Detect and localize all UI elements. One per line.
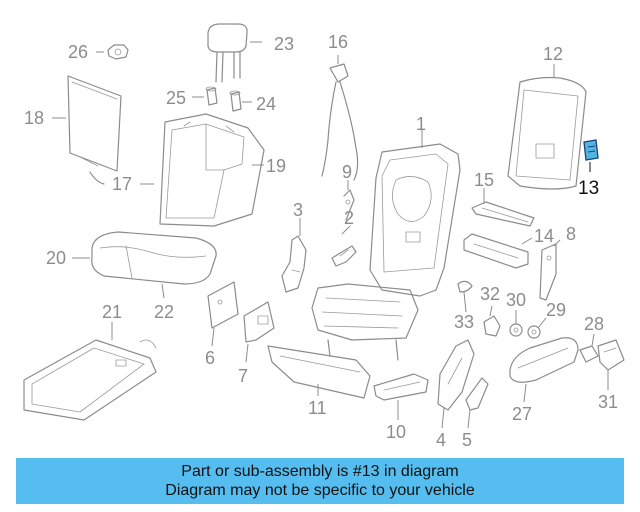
callout-30: 30: [506, 290, 526, 310]
callout-26: 26: [68, 42, 88, 62]
callout-12: 12: [543, 44, 563, 64]
part-21-carpet: [23, 339, 157, 421]
callout-27: 27: [512, 404, 532, 424]
info-banner: Part or sub-assembly is #13 in diagram D…: [16, 458, 624, 504]
part-2-latch: [331, 245, 357, 267]
callout-8: 8: [566, 224, 576, 244]
part-20-seat-cushion: [91, 231, 217, 285]
part-1-seat-frame: [311, 143, 461, 361]
callout-14: 14: [534, 226, 554, 246]
callout-11: 11: [308, 398, 327, 418]
callout-leaders: [52, 41, 609, 429]
callout-10: 10: [386, 422, 406, 442]
part-25-guide: [205, 86, 218, 106]
callout-18: 18: [24, 108, 44, 128]
callout-3: 3: [293, 200, 303, 220]
callout-28: 28: [584, 314, 604, 334]
callout-17: 17: [112, 174, 132, 194]
banner-line-1: Part or sub-assembly is #13 in diagram: [181, 463, 459, 480]
part-6-panel: [207, 281, 239, 329]
callout-24: 24: [256, 94, 276, 114]
callout-23: 23: [274, 34, 294, 54]
part-15-rail: [471, 201, 535, 227]
part-9-bracket: [343, 189, 355, 221]
part-7-bracket: [243, 301, 275, 343]
part-5-trim: [465, 377, 489, 411]
callout-9: 9: [342, 162, 352, 182]
part-16-cable: [321, 63, 359, 181]
parts-diagram: 1 2 3 4 5 6 7 8 9 10 11 12 13 14 15 16 1…: [23, 23, 625, 450]
callout-4: 4: [436, 430, 446, 450]
part-14-track: [463, 233, 529, 269]
part-10-cover: [373, 373, 429, 401]
callout-20: 20: [46, 248, 66, 268]
part-11-trim: [267, 345, 371, 399]
callout-16: 16: [328, 32, 348, 52]
part-3-side-shield: [281, 235, 307, 293]
callout-7: 7: [238, 366, 248, 386]
part-33-pad: [457, 280, 473, 293]
callout-31: 31: [598, 392, 618, 412]
part-18-back-panel: [67, 75, 122, 185]
part-19-seat-back-cover: [159, 113, 265, 227]
part-12-seatback-panel: [507, 76, 587, 190]
part-8-bracket: [539, 243, 557, 301]
part-24-guide: [229, 90, 242, 112]
part-26-clip: [107, 44, 129, 60]
part-30-knob: [509, 323, 523, 337]
callout-5: 5: [462, 430, 472, 450]
part-27-armrest: [509, 337, 579, 383]
callout-6: 6: [205, 348, 215, 368]
callout-19: 19: [266, 156, 286, 176]
part-4-side-cover: [437, 339, 475, 411]
part-28-cap: [579, 345, 599, 363]
callout-labels: 1 2 3 4 5 6 7 8 9 10 11 12 13 14 15 16 1…: [24, 32, 618, 450]
callout-29: 29: [546, 300, 566, 320]
banner-line-2: Diagram may not be specific to your vehi…: [165, 482, 475, 499]
callout-25: 25: [166, 88, 186, 108]
callout-21: 21: [102, 302, 122, 322]
part-31-end-piece: [597, 339, 625, 371]
callout-15: 15: [474, 170, 494, 190]
part-32-clip: [483, 315, 501, 337]
callout-33: 33: [454, 312, 474, 332]
callout-1: 1: [416, 114, 426, 134]
callout-32: 32: [480, 284, 500, 304]
part-29-knob: [527, 325, 541, 339]
callout-13: 13: [578, 178, 599, 199]
callout-22: 22: [154, 302, 174, 322]
callout-2: 2: [344, 208, 354, 228]
part-23-headrest: [207, 23, 248, 83]
part-13-highlighted: [583, 139, 599, 161]
